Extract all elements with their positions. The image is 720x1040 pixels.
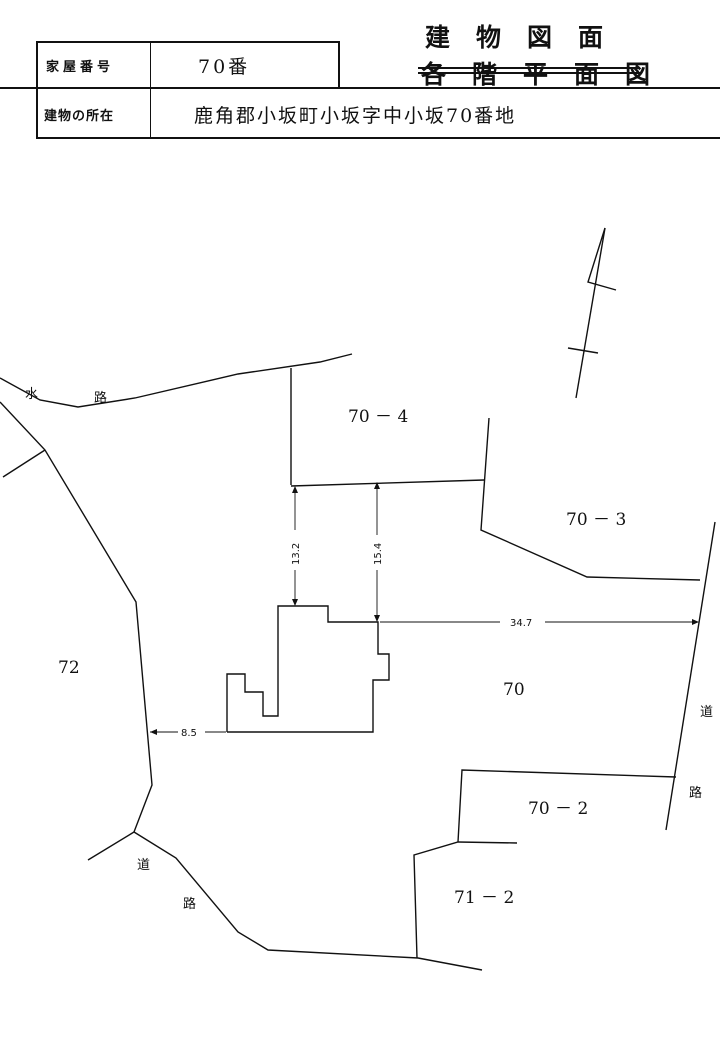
road-bottom-label-2: 路 bbox=[183, 896, 196, 912]
location-label: 建物の所在 bbox=[44, 109, 115, 124]
label-divider-2 bbox=[150, 88, 151, 138]
floor-plan-subtitle: 各階平面図 bbox=[421, 60, 677, 89]
lot-72-boundary bbox=[0, 401, 153, 833]
waterway-label-1: 水 bbox=[25, 387, 38, 402]
lot-71-2-label: 71 － 2 bbox=[454, 888, 514, 908]
road-right-label-2: 路 bbox=[689, 785, 702, 801]
lot-71-2-boundary bbox=[413, 841, 518, 959]
subtitle-strike-1 bbox=[418, 67, 640, 69]
house-number-value: 70番 bbox=[198, 56, 251, 78]
dimension-13-2: 13.2 bbox=[291, 543, 302, 565]
table-left-border bbox=[36, 41, 38, 139]
lot-70-2-label: 70 － 2 bbox=[528, 799, 588, 819]
dimension-8-5: 8.5 bbox=[181, 728, 197, 739]
subtitle-strike-2 bbox=[418, 72, 640, 74]
location-value: 鹿角郡小坂町小坂字中小坂70番地 bbox=[194, 105, 517, 127]
house-number-label: 家屋番号 bbox=[46, 60, 115, 75]
north-arrow-icon bbox=[567, 227, 617, 399]
left-margin-rule bbox=[0, 87, 36, 89]
drawing-title: 建物図面 bbox=[425, 23, 630, 52]
row1-right-border bbox=[338, 41, 340, 88]
lot-70-4-south bbox=[290, 479, 485, 487]
row2-bottom-border bbox=[36, 137, 720, 139]
dimension-15-4: 15.4 bbox=[373, 543, 384, 565]
road-bottom-label-1: 道 bbox=[137, 858, 150, 873]
lot-70-label: 70 bbox=[503, 680, 525, 700]
dimension-34-7: 34.7 bbox=[510, 618, 532, 629]
label-divider-1 bbox=[150, 41, 151, 88]
right-road-boundary bbox=[665, 521, 716, 831]
waterway-label-2: 路 bbox=[94, 390, 107, 406]
road-right-label-1: 道 bbox=[700, 705, 713, 720]
lot-72-label: 72 bbox=[58, 658, 80, 678]
lot-72-spur bbox=[2, 449, 46, 478]
bottom-road-boundary bbox=[87, 831, 483, 971]
lot-70-4-label: 70 － 4 bbox=[348, 407, 408, 427]
row1-bottom-border bbox=[0, 87, 720, 89]
lot-70-3-label: 70 － 3 bbox=[566, 510, 626, 530]
lot-70-2-boundary bbox=[457, 769, 677, 843]
building-outline bbox=[226, 605, 390, 733]
lot-70-3-boundary bbox=[480, 417, 701, 581]
row1-top-border bbox=[36, 41, 339, 43]
waterway-boundary bbox=[0, 353, 353, 408]
